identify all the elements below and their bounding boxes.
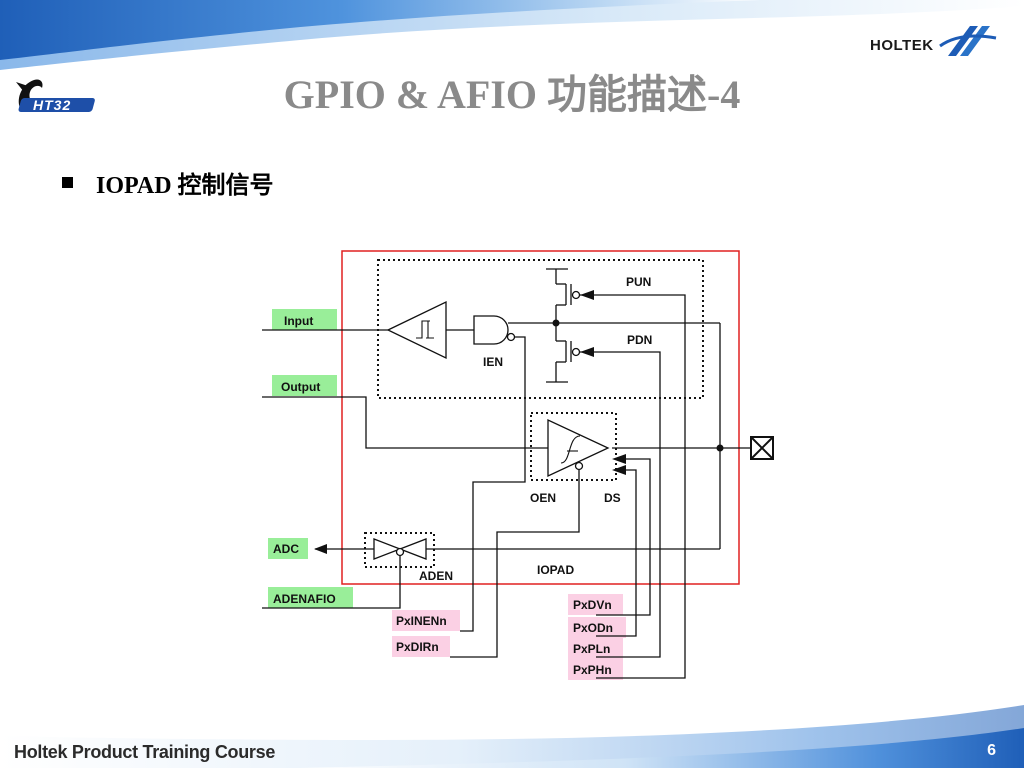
- pxdirn-label: PxDIRn: [396, 640, 439, 654]
- schmitt-buffer-icon: [386, 300, 447, 360]
- bullet-item: IOPAD 控制信号: [62, 166, 274, 199]
- schmitt-symbol-icon: [416, 320, 434, 339]
- square-bullet-icon: [62, 176, 73, 188]
- adenafio-label: ADENAFIO: [273, 592, 336, 606]
- adc-label: ADC: [273, 542, 299, 556]
- and-gate-icon: [473, 315, 509, 345]
- pxdirn-label-bg: [392, 636, 450, 657]
- pxinenn-label: PxINENn: [396, 614, 447, 628]
- pxinenn-label-bg: [392, 610, 460, 631]
- adc-label-bg: [268, 538, 308, 559]
- footer-course-title: Holtek Product Training Course: [14, 742, 276, 762]
- pxphn-label-bg: [568, 659, 623, 680]
- pdn-label: PDN: [627, 333, 652, 347]
- page-number: 6: [987, 742, 996, 759]
- input-label-bg: [272, 309, 337, 330]
- output-buffer-box: [530, 412, 617, 481]
- iopad-frame: [341, 250, 740, 585]
- ht32-logo: [16, 79, 95, 112]
- pun-label: PUN: [626, 275, 651, 289]
- analog-switch-box: [364, 532, 435, 568]
- holtek-brand-text: HOLTEK: [870, 37, 934, 54]
- pxodn-label: PxODn: [573, 621, 613, 635]
- pxodn-label-bg: [568, 617, 626, 638]
- pxdvn-label: PxDVn: [573, 598, 612, 612]
- aden-label: ADEN: [419, 569, 453, 583]
- oen-label: OEN: [530, 491, 556, 505]
- ds-label: DS: [604, 491, 621, 505]
- iopad-label: IOPAD: [537, 563, 574, 577]
- holtek-logo: HOLTEK: [870, 18, 997, 62]
- pxphn-label: PxPHn: [573, 663, 612, 677]
- input-region-box: [377, 259, 704, 399]
- ien-label: IEN: [483, 355, 503, 369]
- ht32-logo-text: HT32: [33, 97, 72, 113]
- pxpln-label-bg: [568, 638, 623, 659]
- input-label: Input: [284, 314, 313, 328]
- pxdvn-label-bg: [568, 594, 623, 615]
- pxpln-label: PxPLn: [573, 642, 610, 656]
- output-label: Output: [281, 380, 320, 394]
- bullet-text: IOPAD 控制信号: [96, 172, 274, 199]
- slide-title: GPIO & AFIO 功能描述-4: [283, 72, 741, 117]
- analog-switch-icon: [373, 538, 402, 560]
- holtek-mark-icon: [939, 26, 997, 56]
- output-label-bg: [272, 375, 337, 396]
- adenafio-label-bg: [268, 587, 353, 608]
